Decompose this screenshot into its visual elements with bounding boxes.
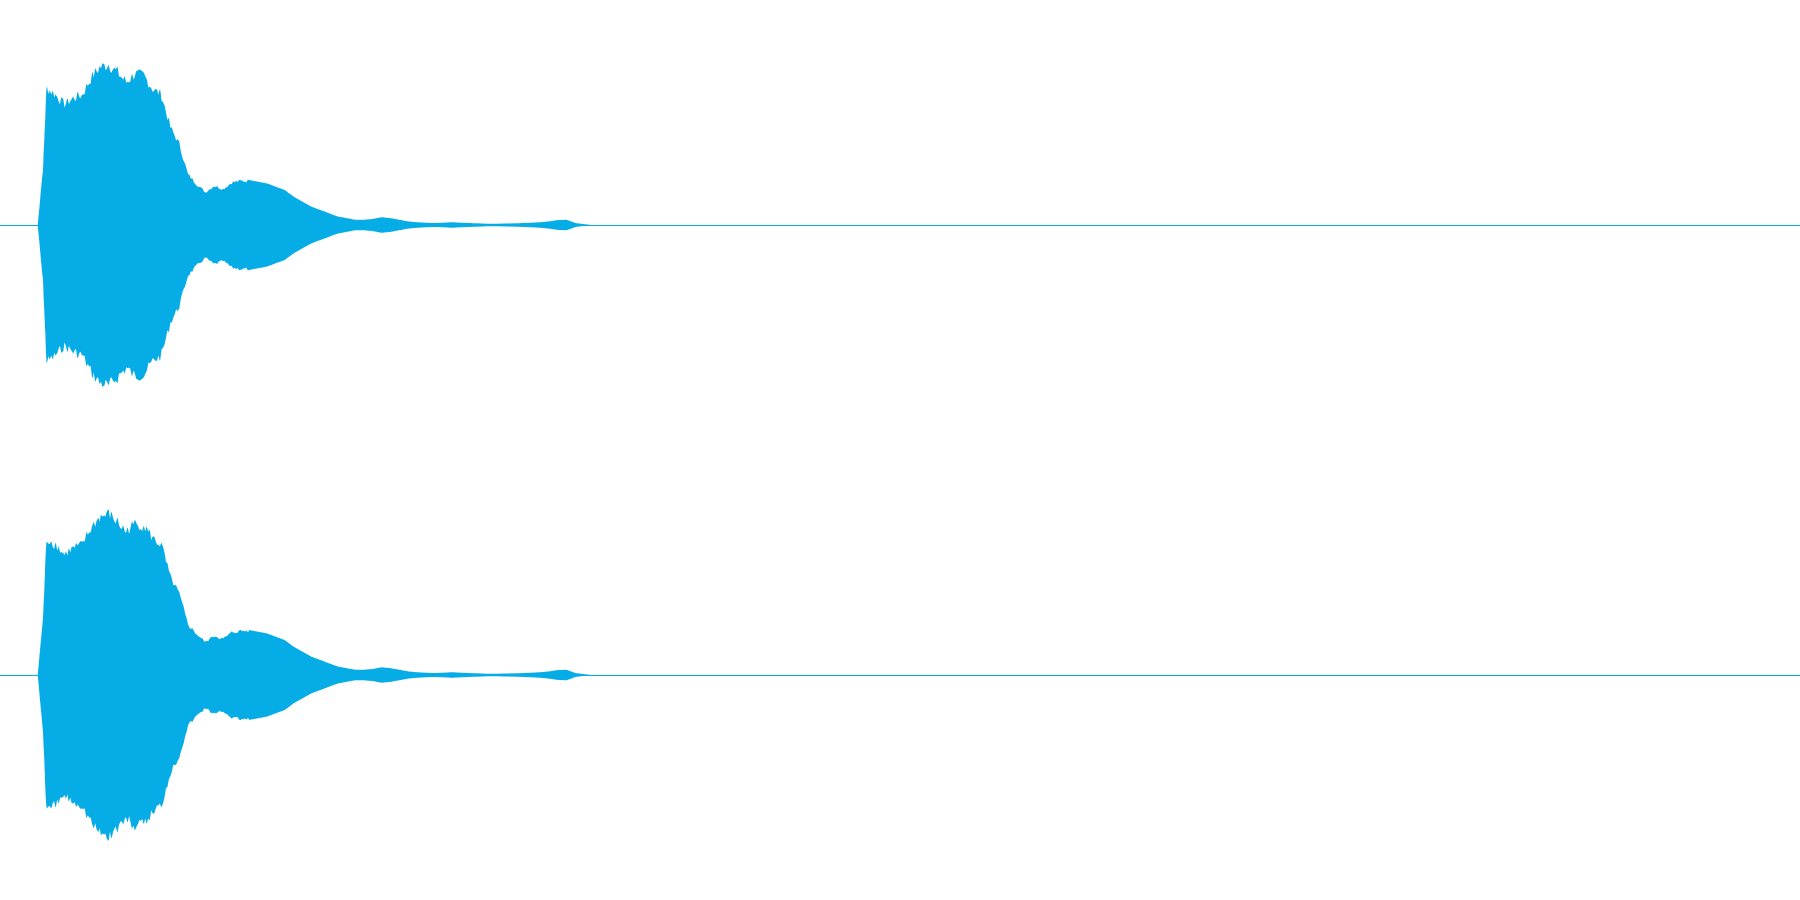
channel-left [0, 63, 1800, 387]
waveform-left [37, 63, 590, 387]
channel-right [0, 509, 1800, 841]
waveform-right [37, 509, 590, 841]
